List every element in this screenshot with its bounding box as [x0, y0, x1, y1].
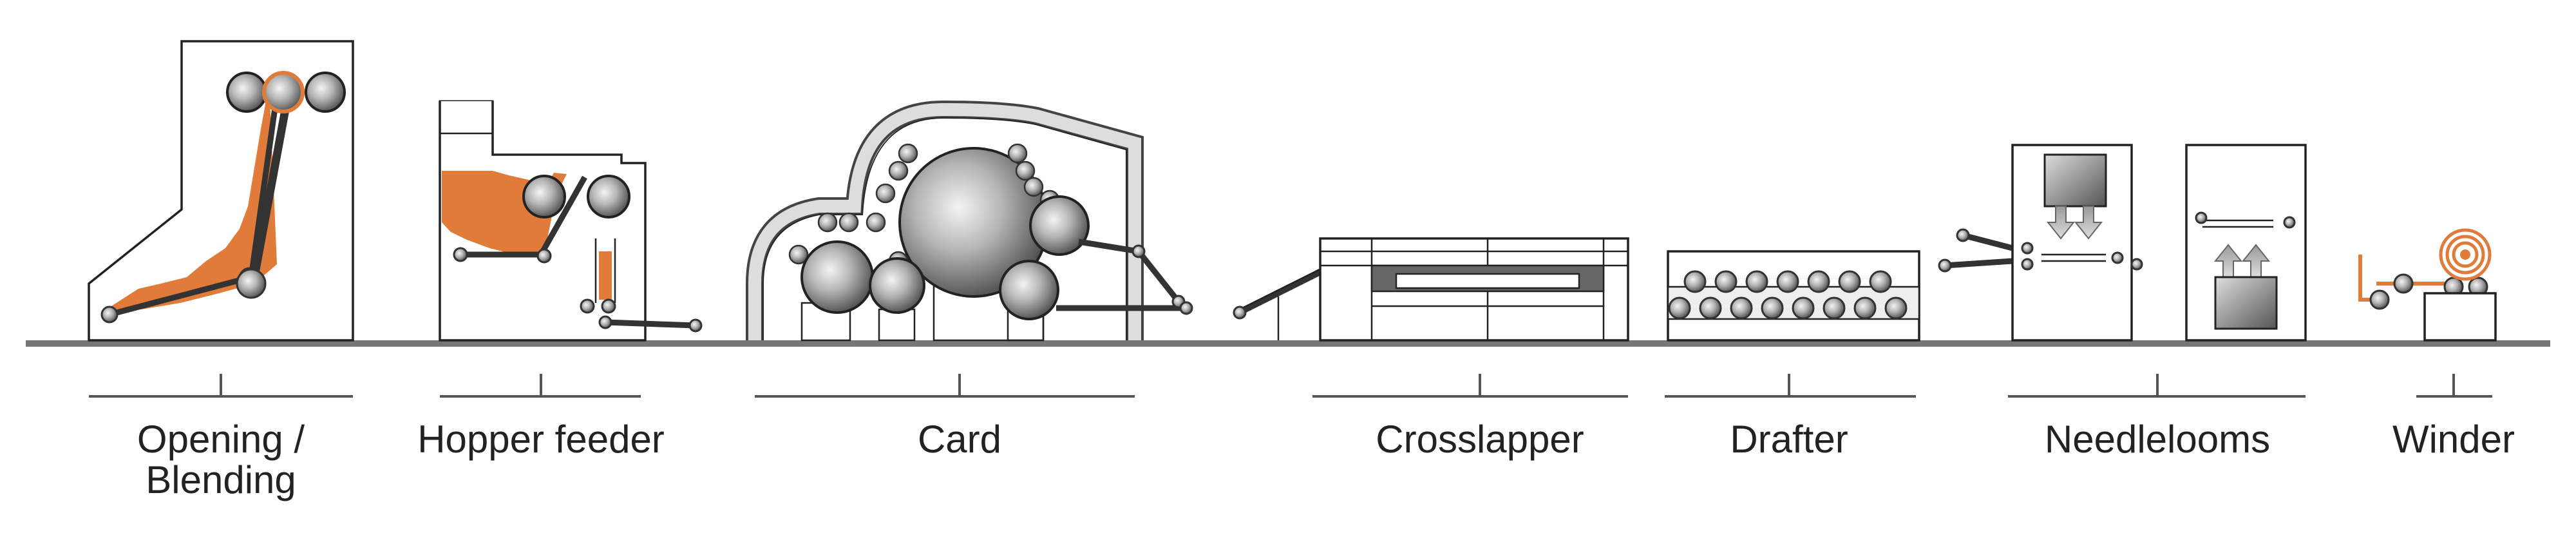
licker-in-roll	[800, 240, 874, 314]
label-crosslapper: Crosslapper	[1376, 418, 1584, 461]
needleloom-1	[1938, 144, 2143, 342]
label-card: Card	[918, 418, 1001, 461]
opening-blending-machine	[88, 40, 354, 342]
label-opening-line2: Blending	[146, 458, 296, 501]
worker-roll	[869, 257, 925, 314]
doffer-roll	[1029, 195, 1090, 256]
winder-machine	[2358, 228, 2497, 342]
hopper-feeder-machine	[439, 100, 703, 342]
label-needlelooms: Needlelooms	[2045, 418, 2270, 461]
drafter-bottom-rolls	[1668, 296, 1908, 320]
needleloom-2	[2185, 144, 2307, 342]
opener-roll	[305, 72, 346, 113]
feeder-roll	[587, 175, 630, 218]
opener-roll	[226, 72, 267, 113]
drafter-machine	[1667, 250, 1920, 342]
label-hopper-feeder: Hopper feeder	[417, 418, 665, 461]
opener-roll	[262, 71, 305, 113]
crosslapper-machine	[1233, 237, 1629, 342]
card-machine	[746, 100, 1193, 342]
label-winder: Winder	[2392, 418, 2515, 461]
feeder-roll	[522, 175, 566, 218]
fabric-roll	[2439, 228, 2492, 281]
label-opening-line1: Opening /	[137, 418, 305, 461]
doffer-roll	[999, 260, 1059, 320]
fiber-fill	[106, 84, 277, 309]
label-drafter: Drafter	[1730, 418, 1848, 461]
label-brackets	[89, 374, 2492, 398]
drafter-top-rolls	[1683, 270, 1892, 293]
